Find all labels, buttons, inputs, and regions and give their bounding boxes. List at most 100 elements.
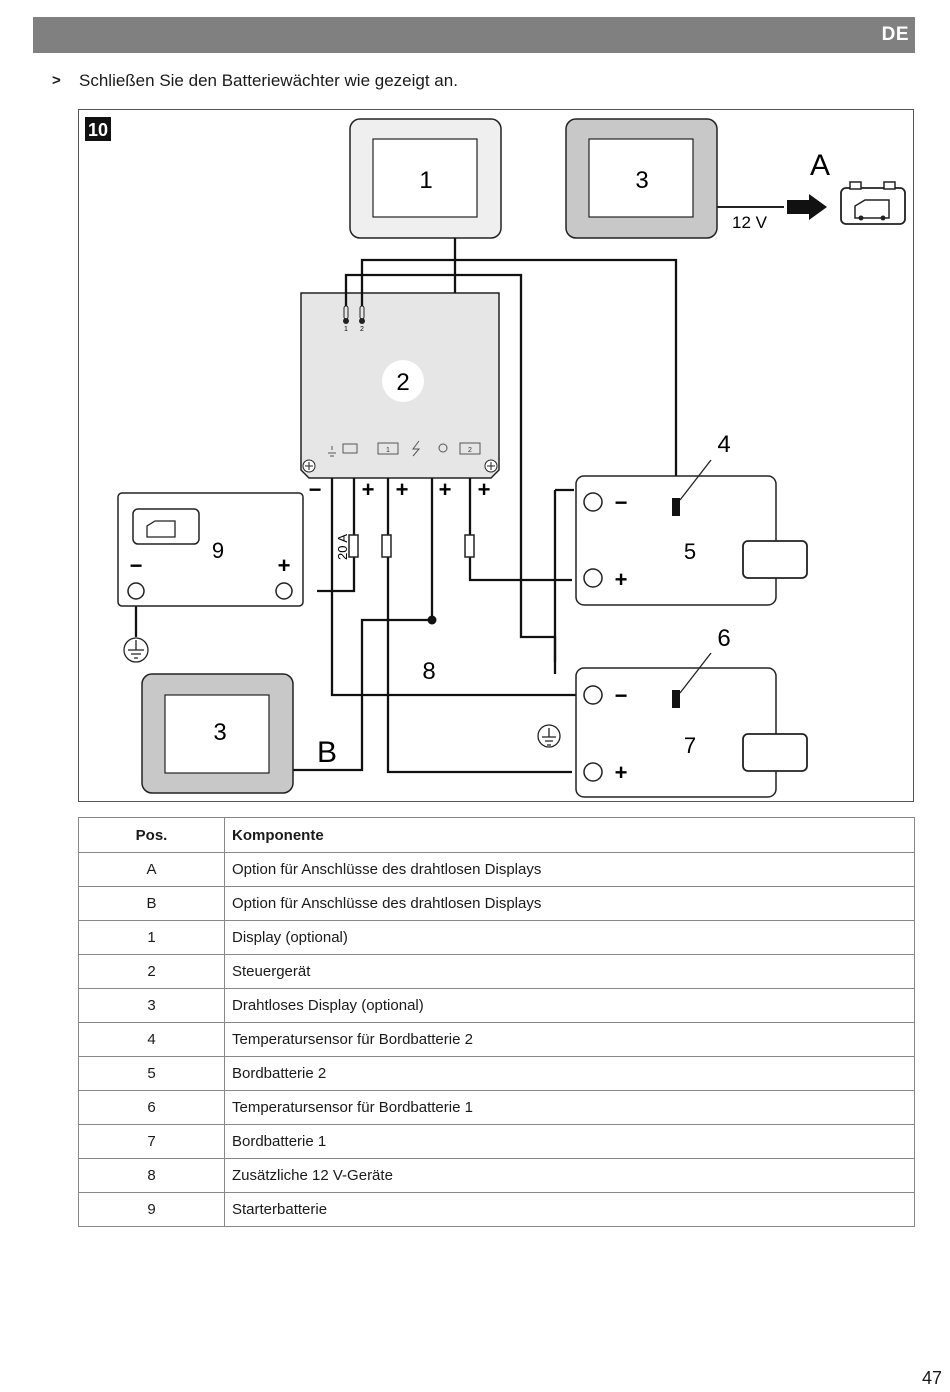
cell-component: Temperatursensor für Bordbatterie 2 (224, 1022, 915, 1057)
vehicle-icon (342, 443, 358, 454)
label-sensor-4: 4 (717, 431, 730, 458)
label-battery-7: 7 (684, 733, 696, 758)
label-plus: + (278, 553, 291, 578)
instruction-bullet: > (52, 72, 61, 89)
label-control-unit: 2 (396, 369, 409, 396)
label-plus: + (478, 477, 491, 502)
label-wireless-display-top: 3 (635, 167, 648, 194)
camper-icon (742, 733, 808, 772)
fuse-icon (464, 534, 475, 558)
label-display-1: 1 (419, 167, 432, 194)
cell-component: Option für Anschlüsse des drahtlosen Dis… (224, 886, 915, 921)
ground-icon (537, 724, 561, 748)
cell-pos: 3 (78, 988, 225, 1023)
label-plus: + (362, 477, 375, 502)
battery-2-icon (459, 442, 481, 455)
cell-pos: 7 (78, 1124, 225, 1159)
cell-pos: 1 (78, 920, 225, 955)
cell-component: Bordbatterie 1 (224, 1124, 915, 1159)
wiring-diagram: 10 1 3 12 V A 2 1 2 (78, 109, 914, 802)
cell-pos: 2 (78, 954, 225, 989)
control-unit: 2 1 2 1 2 (300, 292, 500, 479)
label-voltage: 12 V (732, 213, 768, 232)
column-header-pos: Pos. (78, 817, 225, 853)
label-terminal-bat1: 1 (386, 447, 390, 454)
wireless-display-bottom: 3 (141, 673, 294, 794)
label-fuse-rating: 20 A (335, 534, 350, 560)
temperature-sensor-4 (672, 498, 680, 516)
label-starter-battery-9: 9 (212, 538, 224, 563)
cell-component: Starterbatterie (224, 1192, 915, 1227)
cell-pos: 6 (78, 1090, 225, 1125)
light-icon (438, 443, 448, 453)
label-devices-8: 8 (422, 658, 435, 685)
label-plus: + (615, 567, 628, 592)
ground-icon (328, 446, 336, 457)
fuse-icon (381, 534, 392, 558)
camper-icon (742, 540, 808, 579)
fuse-icon (348, 534, 359, 558)
label-option-a: A (810, 149, 830, 182)
ground-icon (123, 637, 149, 663)
starter-battery: 9 − + (117, 492, 304, 607)
house-battery-2: 5 − + (575, 475, 808, 606)
cell-pos: 9 (78, 1192, 225, 1227)
cell-component: Bordbatterie 2 (224, 1056, 915, 1091)
arrow-icon (787, 194, 827, 220)
cell-component: Option für Anschlüsse des drahtlosen Dis… (224, 852, 915, 887)
label-wireless-display-bottom: 3 (213, 719, 226, 746)
cell-pos: B (78, 886, 225, 921)
label-plus: + (439, 477, 452, 502)
label-minus: − (309, 477, 322, 502)
instruction-text: Schließen Sie den Batteriewächter wie ge… (79, 71, 458, 90)
cell-component: Temperatursensor für Bordbatterie 1 (224, 1090, 915, 1125)
header-bar: DE (33, 17, 915, 53)
cell-component: Steuergerät (224, 954, 915, 989)
wires (134, 238, 678, 774)
language-code: DE (881, 24, 909, 45)
label-plus: + (396, 477, 409, 502)
label-minus: − (130, 553, 143, 578)
camper-battery-icon (840, 181, 906, 225)
figure-number-badge (85, 117, 111, 141)
cell-pos: 5 (78, 1056, 225, 1091)
page-number: 47 (921, 1368, 942, 1388)
cell-component: Drahtloses Display (optional) (224, 988, 915, 1023)
charge-icon (412, 440, 421, 457)
battery-1-icon (377, 442, 399, 455)
label-terminal-bat2: 2 (468, 447, 472, 454)
cell-component: Display (optional) (224, 920, 915, 955)
cell-component: Zusätzliche 12 V-Geräte (224, 1158, 915, 1193)
label-sensor-port-2: 2 (360, 326, 364, 333)
display-1: 1 (349, 118, 502, 239)
table-header-row: Pos. Komponente (78, 817, 915, 853)
cell-pos: 4 (78, 1022, 225, 1057)
cell-pos: 8 (78, 1158, 225, 1193)
label-battery-5: 5 (684, 539, 696, 564)
label-sensor-6: 6 (717, 625, 730, 652)
label-minus: − (615, 683, 628, 708)
house-battery-1: 7 − + (575, 667, 808, 798)
label-option-b: B (317, 736, 337, 769)
cell-pos: A (78, 852, 225, 887)
label-plus: + (615, 760, 628, 785)
wireless-display-top: 3 (565, 118, 718, 239)
column-header-component: Komponente (224, 817, 915, 853)
wiring-diagram-svg: 10 1 3 12 V A 2 1 2 (85, 117, 906, 798)
temperature-sensor-6 (672, 690, 680, 708)
label-minus: − (615, 490, 628, 515)
figure-number: 10 (88, 120, 108, 140)
label-sensor-port-1: 1 (344, 326, 348, 333)
